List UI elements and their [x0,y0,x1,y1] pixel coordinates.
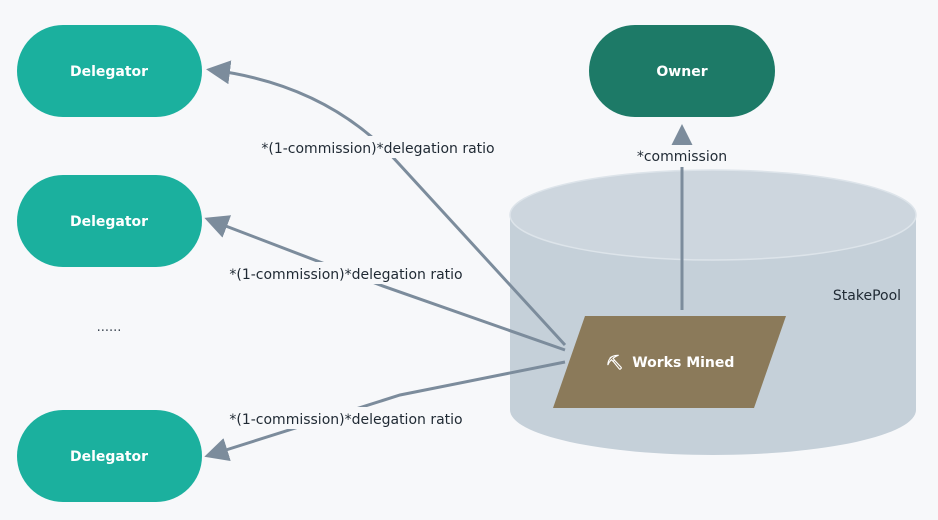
delegator-shape [17,175,202,267]
stakepool-label: StakePool [833,288,901,304]
delegator-shape [17,410,202,502]
more-delegators-ellipsis: ...... [97,320,122,335]
owner-node: Owner [589,25,775,117]
pickaxe-icon: ⛏ [606,354,624,371]
edge-label-owner: *commission [637,149,727,165]
works-mined-text: Works Mined [632,355,734,371]
edge-to-delegator-bottom [204,360,566,462]
stakepool-cylinder: StakePool [509,169,917,455]
edge-labels: *(1-commission)*delegation ratio *(1-com… [220,136,734,429]
edge-label-delegator-top: *(1-commission)*delegation ratio [261,141,494,157]
stakepool-top [509,169,917,261]
works-mined-node: ⛏ Works Mined [553,316,786,408]
owner-label: Owner [656,64,707,80]
delegator-label: Delegator [70,214,148,230]
delegator-node-top: Delegator [17,25,202,117]
owner-shape [589,25,775,117]
delegator-shape [17,25,202,117]
delegator-label: Delegator [70,64,148,80]
edge-to-delegator-middle [204,215,566,352]
delegator-node-middle: Delegator [17,175,202,267]
delegator-node-bottom: Delegator [17,410,202,502]
edge-label-delegator-middle: *(1-commission)*delegation ratio [229,267,462,283]
delegator-label: Delegator [70,449,148,465]
works-mined-label: ⛏ Works Mined [606,354,735,371]
edge-label-delegator-bottom: *(1-commission)*delegation ratio [229,412,462,428]
works-mined-shape [553,316,786,408]
